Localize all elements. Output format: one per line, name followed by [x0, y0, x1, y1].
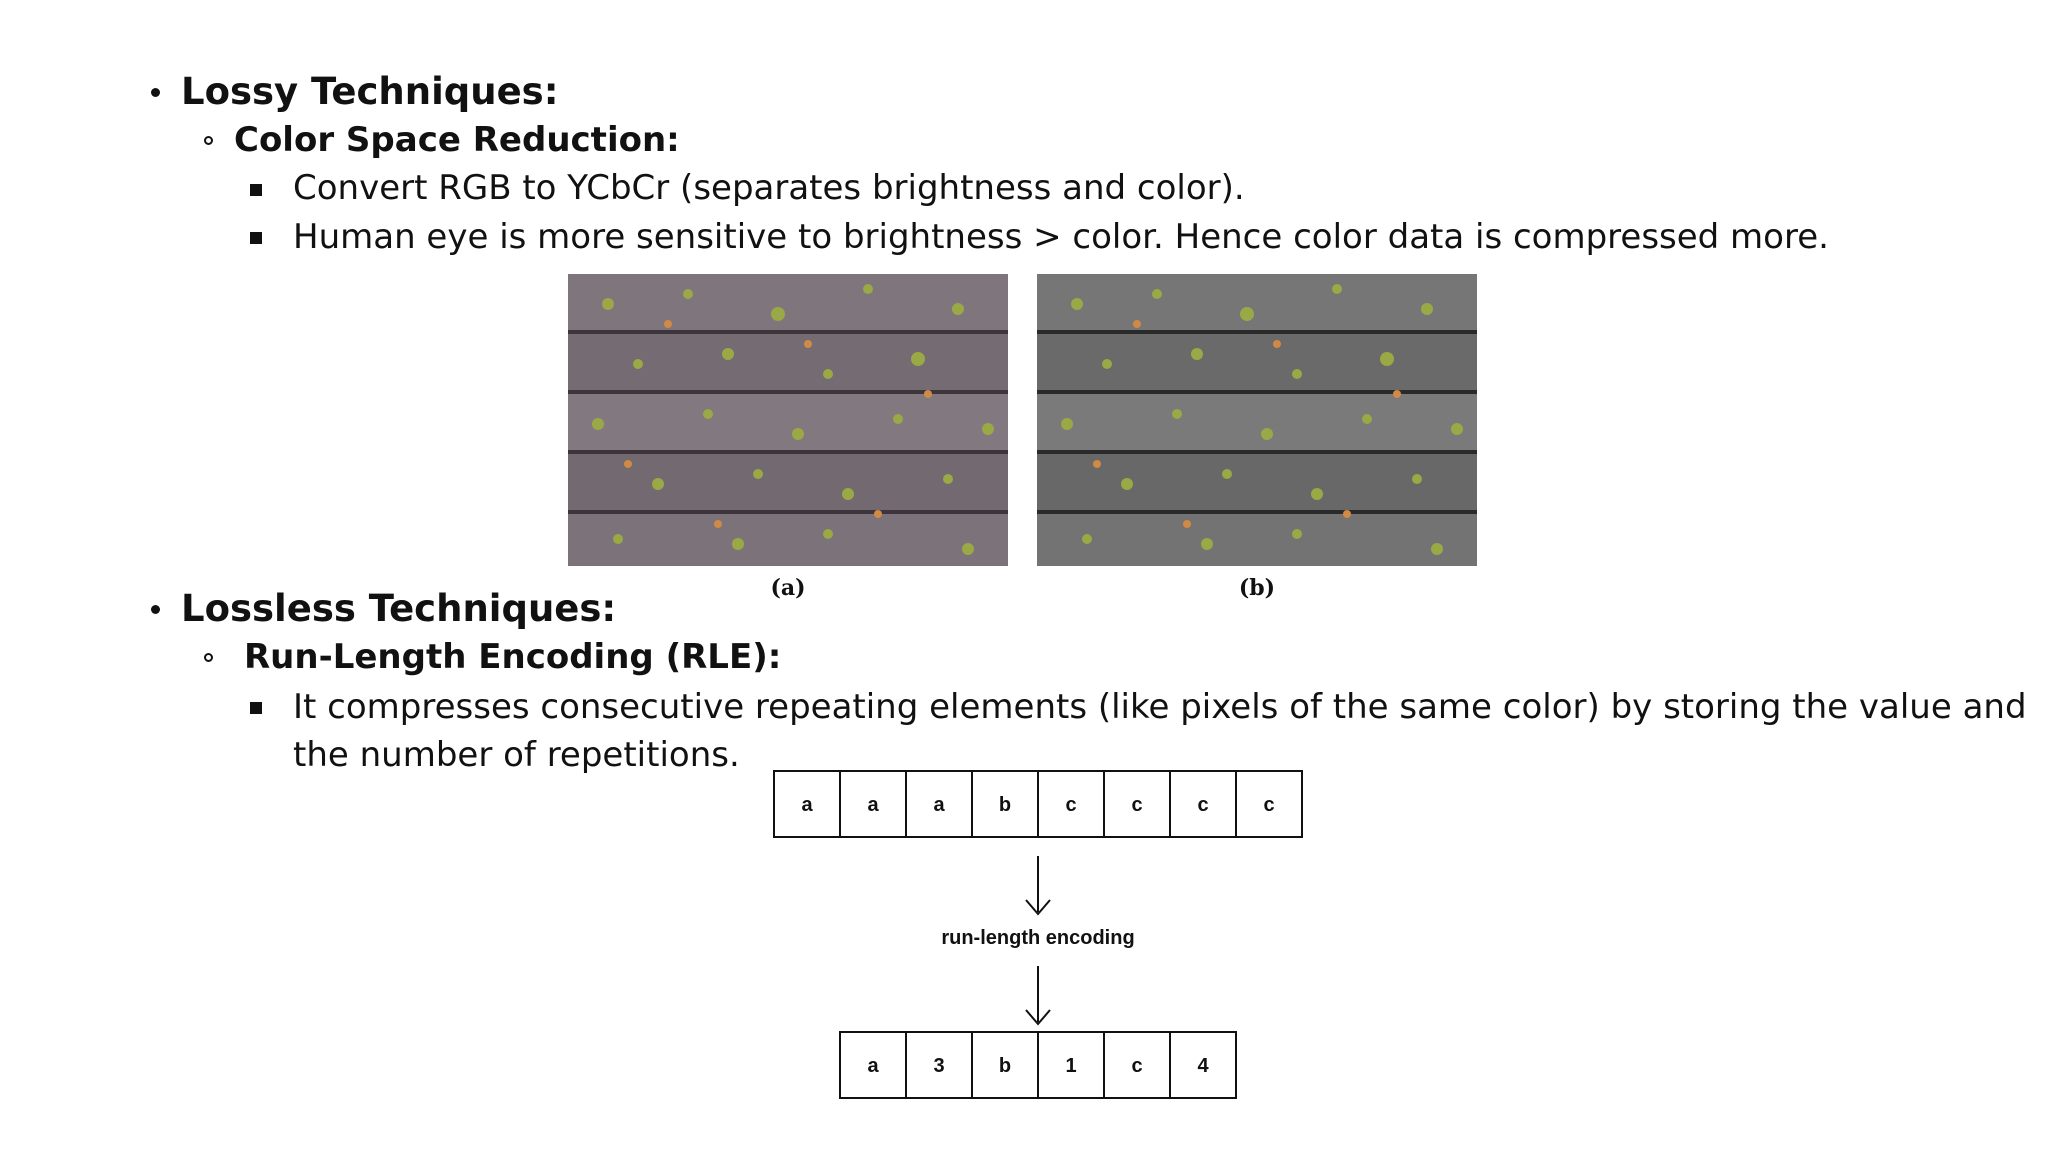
figure-caption-a: (a) [770, 575, 806, 601]
input-cell-value: c [1197, 794, 1208, 816]
lossy-heading: Lossy Techniques: [181, 70, 559, 113]
lossy-point: Convert RGB to YCbCr (separates brightne… [293, 168, 1245, 208]
output-cell [1103, 1031, 1171, 1099]
output-cell [1169, 1031, 1237, 1099]
output-cell-value: b [999, 1055, 1011, 1077]
output-cell-value: a [867, 1055, 879, 1077]
input-cell-value: a [801, 794, 813, 816]
bullet-square [250, 232, 262, 244]
bullet-dot [151, 605, 160, 614]
input-cell [905, 770, 973, 838]
input-cell [971, 770, 1039, 838]
output-cell [1037, 1031, 1105, 1099]
figure-image-b [1037, 274, 1477, 566]
input-cell [839, 770, 907, 838]
input-cell-value: c [1131, 794, 1142, 816]
output-cell-value: 4 [1197, 1055, 1209, 1077]
input-cell [1169, 770, 1237, 838]
lossless-point: It compresses consecutive repeating elem… [293, 687, 2027, 775]
arrow-head [1025, 1009, 1051, 1026]
input-cell [1235, 770, 1303, 838]
output-cell [905, 1031, 973, 1099]
input-cell-value: c [1263, 794, 1274, 816]
bullet-square [250, 184, 262, 196]
output-cell [839, 1031, 907, 1099]
bullet-ring [204, 653, 213, 662]
wood-planks-image [568, 274, 1008, 566]
input-cell-value: a [933, 794, 945, 816]
arrow-head [1025, 899, 1051, 916]
bullet-dot [151, 88, 160, 97]
output-cell-value: 1 [1065, 1055, 1076, 1077]
bullet-square [250, 702, 262, 714]
lossy-point: Human eye is more sensitive to brightnes… [293, 217, 1829, 257]
lossy-sub-heading: Color Space Reduction: [234, 120, 680, 160]
input-cell [1037, 770, 1105, 838]
output-cell-value: c [1131, 1055, 1142, 1077]
figure-image-a [568, 274, 1008, 566]
lossless-sub-heading: Run-Length Encoding (RLE): [244, 637, 782, 677]
output-cell-value: 3 [933, 1055, 944, 1077]
input-cell-value: b [999, 794, 1011, 816]
rle-diagram: a a a b c c c c run-length encoding a 3 b 1 c 4 [773, 770, 1303, 1099]
bullet-ring [204, 136, 213, 145]
rle-output-row: a 3 b 1 c 4 [839, 1031, 1237, 1099]
wood-planks-image [1037, 274, 1477, 566]
lossless-heading: Lossless Techniques: [181, 587, 617, 630]
input-cell-value: a [867, 794, 879, 816]
rle-label: run-length encoding [941, 927, 1134, 949]
input-cell-value: c [1065, 794, 1076, 816]
figure-caption-b: (b) [1238, 575, 1276, 601]
output-cell [971, 1031, 1039, 1099]
